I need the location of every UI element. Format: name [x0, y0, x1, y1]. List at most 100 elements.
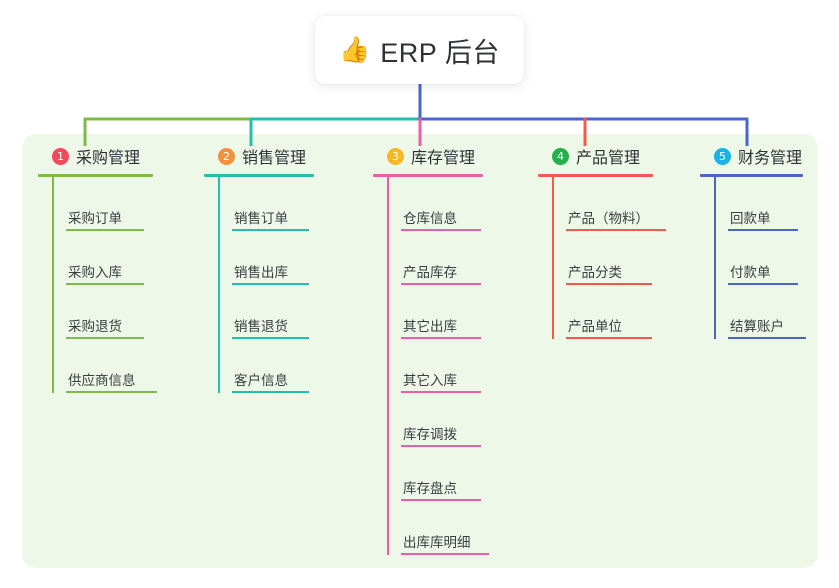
column-spine — [714, 177, 716, 339]
column-spine — [552, 177, 554, 339]
list-item-underline — [566, 337, 652, 339]
list-item-label: 采购订单 — [68, 211, 122, 226]
list-item-underline — [66, 283, 144, 285]
column-number-badge: 3 — [387, 147, 404, 165]
list-item-underline — [401, 283, 481, 285]
column-number-badge: 4 — [552, 147, 569, 165]
list-item-label: 回款单 — [730, 211, 771, 226]
column-underline — [700, 174, 803, 177]
list-item-underline — [401, 229, 481, 231]
list-item-underline — [232, 283, 309, 285]
diagram-title-card: 👍 ERP 后台 — [315, 16, 524, 84]
column-title: 财务管理 — [738, 150, 803, 167]
list-item-underline — [728, 337, 806, 339]
column-number-badge: 2 — [218, 147, 235, 165]
column-items: 仓库信息 产品库存 其它出库 其它入库 库存调拨 库存盘点 — [373, 177, 523, 555]
list-item[interactable]: 产品（物料） — [552, 177, 693, 231]
list-item-label: 销售订单 — [234, 211, 288, 226]
list-item-underline — [401, 391, 481, 393]
column-header[interactable]: 3 库存管理 — [373, 144, 523, 168]
list-item-label: 产品分类 — [568, 265, 622, 280]
list-item[interactable]: 仓库信息 — [387, 177, 523, 231]
list-item-underline — [401, 553, 489, 555]
list-item[interactable]: 采购入库 — [52, 231, 188, 285]
column-header[interactable]: 5 财务管理 — [700, 144, 818, 168]
list-item[interactable]: 回款单 — [714, 177, 818, 231]
list-item-label: 供应商信息 — [68, 373, 136, 388]
list-item-label: 客户信息 — [234, 373, 288, 388]
column-title: 销售管理 — [242, 150, 307, 167]
list-item-underline — [566, 229, 666, 231]
thumbs-up-icon: 👍 — [339, 35, 371, 64]
list-item[interactable]: 其它入库 — [387, 339, 523, 393]
list-item[interactable]: 采购订单 — [52, 177, 188, 231]
list-item-label: 出库库明细 — [403, 535, 471, 550]
column-items: 回款单 付款单 结算账户 — [700, 177, 818, 339]
list-item-underline — [66, 337, 144, 339]
column-items: 销售订单 销售出库 销售退货 客户信息 — [204, 177, 354, 393]
list-item[interactable]: 销售订单 — [218, 177, 354, 231]
list-item-underline — [728, 229, 798, 231]
column-header[interactable]: 2 销售管理 — [204, 144, 354, 168]
list-item[interactable]: 结算账户 — [714, 285, 818, 339]
list-item-label: 产品单位 — [568, 319, 622, 334]
column-title: 采购管理 — [76, 150, 141, 167]
branch-column-sales: 2 销售管理 销售订单 销售出库 销售退货 客户信息 — [204, 144, 354, 393]
column-title: 产品管理 — [576, 150, 641, 167]
column-underline — [204, 174, 314, 177]
column-underline — [373, 174, 483, 177]
list-item[interactable]: 采购退货 — [52, 285, 188, 339]
column-spine — [218, 177, 220, 393]
list-item[interactable]: 销售出库 — [218, 231, 354, 285]
list-item[interactable]: 库存调拨 — [387, 393, 523, 447]
list-item-label: 采购入库 — [68, 265, 122, 280]
column-header[interactable]: 1 采购管理 — [38, 144, 188, 168]
list-item-underline — [566, 283, 652, 285]
list-item[interactable]: 客户信息 — [218, 339, 354, 393]
list-item[interactable]: 供应商信息 — [52, 339, 188, 393]
column-spine — [387, 177, 389, 555]
branch-column-product: 4 产品管理 产品（物料） 产品分类 产品单位 — [538, 144, 693, 339]
list-item[interactable]: 销售退货 — [218, 285, 354, 339]
branch-column-finance: 5 财务管理 回款单 付款单 结算账户 — [700, 144, 818, 339]
list-item-label: 结算账户 — [730, 319, 784, 334]
branch-column-inventory: 3 库存管理 仓库信息 产品库存 其它出库 其它入库 库存调拨 — [373, 144, 523, 555]
list-item-underline — [401, 445, 481, 447]
list-item-underline — [232, 391, 309, 393]
list-item[interactable]: 产品分类 — [552, 231, 693, 285]
list-item-label: 产品（物料） — [568, 211, 649, 226]
list-item-underline — [401, 337, 481, 339]
list-item-underline — [66, 391, 157, 393]
column-underline — [538, 174, 653, 177]
list-item[interactable]: 付款单 — [714, 231, 818, 285]
list-item-label: 其它入库 — [403, 373, 457, 388]
list-item[interactable]: 其它出库 — [387, 285, 523, 339]
branch-column-purchasing: 1 采购管理 采购订单 采购入库 采购退货 供应商信息 — [38, 144, 188, 393]
column-underline — [38, 174, 153, 177]
list-item-label: 采购退货 — [68, 319, 122, 334]
list-item-label: 仓库信息 — [403, 211, 457, 226]
list-item[interactable]: 库存盘点 — [387, 447, 523, 501]
list-item-underline — [66, 229, 144, 231]
list-item-label: 销售出库 — [234, 265, 288, 280]
list-item-label: 库存调拨 — [403, 427, 457, 442]
list-item-underline — [232, 337, 309, 339]
list-item-underline — [401, 499, 481, 501]
column-items: 产品（物料） 产品分类 产品单位 — [538, 177, 693, 339]
list-item-underline — [728, 283, 798, 285]
list-item[interactable]: 出库库明细 — [387, 501, 523, 555]
column-number-badge: 1 — [52, 147, 69, 165]
column-title: 库存管理 — [411, 150, 476, 167]
diagram-panel — [22, 134, 818, 568]
column-number-badge: 5 — [714, 147, 731, 165]
list-item-label: 付款单 — [730, 265, 771, 280]
column-spine — [52, 177, 54, 393]
column-items: 采购订单 采购入库 采购退货 供应商信息 — [38, 177, 188, 393]
column-header[interactable]: 4 产品管理 — [538, 144, 693, 168]
list-item-label: 其它出库 — [403, 319, 457, 334]
list-item[interactable]: 产品单位 — [552, 285, 693, 339]
page-title: ERP 后台 — [380, 37, 500, 68]
list-item[interactable]: 产品库存 — [387, 231, 523, 285]
